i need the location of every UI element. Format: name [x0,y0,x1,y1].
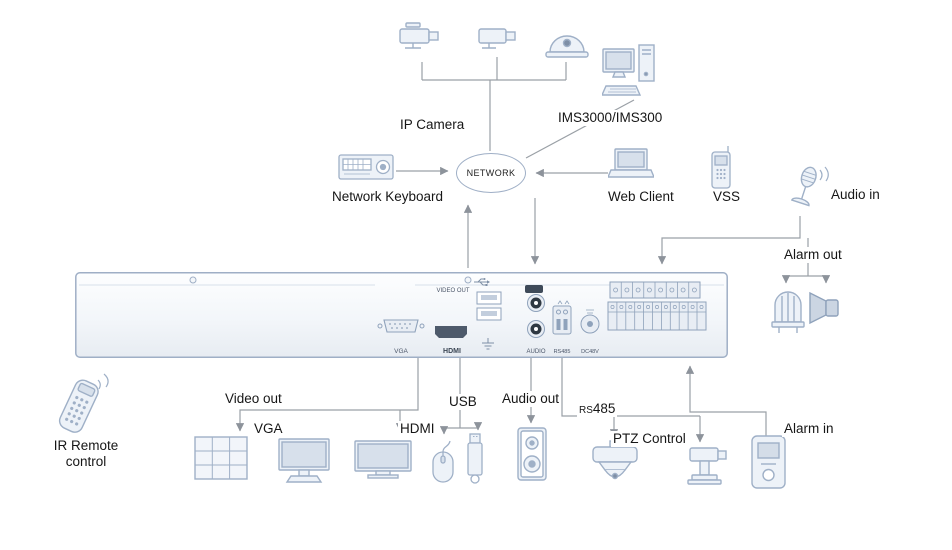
laptop-icon [608,148,654,182]
port-label-rs485: RS485 [554,349,571,355]
rs485-terminal [552,300,572,335]
network-keyboard-label: Network Keyboard [330,189,446,205]
nvr-rear-panel: VIDEO OUT VGA HDMI [75,272,728,358]
nvr-chassis [75,272,728,358]
vss-label: VSS [711,189,743,205]
video-out-label: Video out [223,391,284,407]
ip-camera-label: IP Camera [398,117,467,133]
ir-remote-icon [46,368,116,440]
microphone-icon [778,166,836,218]
audio-in-label: Audio in [829,187,882,203]
usb-label: USB [447,394,479,410]
speaker-icon [516,426,548,482]
audio-out-jack [527,320,545,338]
desktop-pc-icon [602,44,668,102]
rs485-label-prefix: RS [579,405,593,416]
ptz-control-label: PTZ Control [611,431,688,447]
screw-icon [464,276,472,284]
bullet-camera-icon [477,24,519,58]
usb-symbol-icon [474,278,490,286]
network-cloud: NETWORK [456,153,526,193]
hdmi-label: HDMI [398,421,437,437]
video-wall-icon [194,436,248,480]
spdif-port [525,285,543,293]
hdmi-port [435,326,467,338]
port-label-audio: AUDIO [526,349,545,355]
web-client-label: Web Client [606,189,676,205]
dome-camera-icon [544,26,590,62]
mobile-phone-icon [708,144,734,192]
port-label-dc48v: DC48V [581,349,599,355]
vga-port [377,319,425,333]
alarm-out-label: Alarm out [782,247,844,263]
horn-speaker-icon [808,288,842,328]
rs485-label-number: 485 [592,401,616,416]
usb-drive-icon [464,432,486,486]
screw-icon [189,276,197,284]
mouse-icon [430,438,456,486]
ims-label: IMS3000/IMS300 [556,110,665,126]
ir-remote-label-line2: control [65,453,107,469]
network-label: NETWORK [466,168,516,178]
alarm-terminal-block-bottom [607,301,707,331]
strobe-light-icon [770,284,806,336]
alarm-terminal-block-top [609,281,701,299]
ptz-dome-camera-icon [588,440,644,492]
audio-out-label: Audio out [500,391,562,407]
ground-symbol-icon [482,338,494,350]
port-label-vga: VGA [394,348,408,355]
alarm-sensor-icon [748,434,790,492]
vga-label: VGA [252,421,285,437]
usb-ports [476,291,502,321]
audio-in-jack [527,294,545,312]
network-keyboard-icon [338,148,394,184]
dc-power-port [580,309,600,334]
ir-remote-label: IR Remote control [40,438,132,470]
port-label-hdmi: HDMI [443,348,461,355]
ptz-camera-icon [684,446,734,490]
monitor-wide-icon [354,440,412,482]
rs485-label: RS485 [577,401,618,417]
port-label-video-out: VIDEO OUT [436,288,469,294]
ir-remote-label-line1: IR Remote [53,438,119,453]
box-camera-icon [396,20,444,62]
alarm-in-label: Alarm in [782,421,836,437]
monitor-icon [278,438,330,486]
